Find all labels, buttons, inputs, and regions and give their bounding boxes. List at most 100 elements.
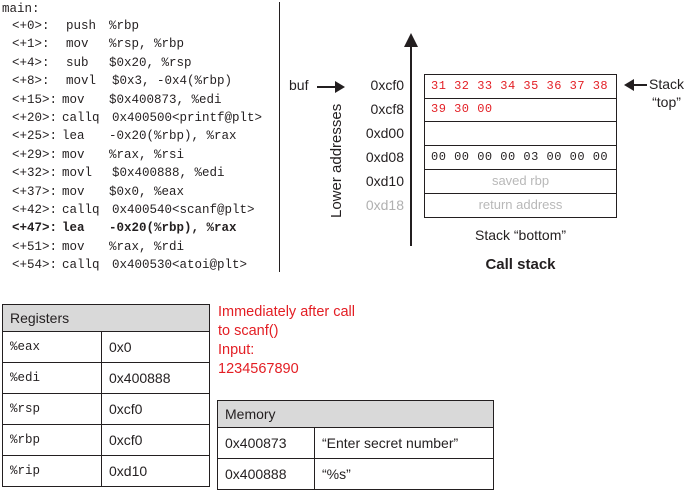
stack-cell: return address xyxy=(424,194,617,218)
instruction-opcode: push xyxy=(66,19,97,33)
instruction-offset: <+15>: xyxy=(12,92,58,107)
instruction-operands: 0x400500<printf@plt> xyxy=(112,110,263,125)
right-arrow-icon xyxy=(335,81,345,93)
memory-rows: 0x400873“Enter secret number”0x400888“%s… xyxy=(217,427,494,490)
call-stack-diagram: Lower addresses buf 0xcf0 31 32 33 34 35 … xyxy=(284,30,689,280)
lower-addresses-label: Lower addresses xyxy=(328,103,345,218)
register-value: 0x400888 xyxy=(101,362,210,394)
stack-address: 0xd10 xyxy=(365,173,404,189)
instruction-opcode: mov xyxy=(62,184,85,199)
instruction-offset: <+4>: xyxy=(12,55,50,70)
assembly-line: <+51>: mov %rax, %rdi xyxy=(2,238,274,256)
register-value: 0xcf0 xyxy=(101,424,210,456)
note-line3: Input: xyxy=(218,342,255,358)
register-value: 0x0 xyxy=(101,331,210,363)
stack-address: 0xd00 xyxy=(365,125,404,141)
instruction-offset: <+0>: xyxy=(12,19,50,33)
memory-value: “%s” xyxy=(314,458,494,490)
assembly-line: <+1>:mov%rsp, %rbp xyxy=(2,35,274,53)
note-line2: to scanf() xyxy=(218,323,279,339)
register-name: %edi xyxy=(2,362,102,394)
up-arrow-shaft xyxy=(410,46,412,246)
memory-row: 0x400873“Enter secret number” xyxy=(217,427,494,459)
stack-address: 0xcf0 xyxy=(370,77,404,93)
register-value: 0xcf0 xyxy=(101,393,210,425)
assembly-line: <+29>: mov %rax, %rsi xyxy=(2,146,274,164)
instruction-operands: %rax, %rsi xyxy=(109,147,185,162)
memory-value: “Enter secret number” xyxy=(314,427,494,459)
instruction-operands: %rbp xyxy=(109,19,140,33)
instruction-offset: <+54>: xyxy=(12,258,58,273)
instruction-operands: $0x20, %rsp xyxy=(109,55,192,70)
instruction-opcode: lea xyxy=(62,221,85,236)
instruction-operands: $0x400873, %edi xyxy=(109,92,222,107)
stack-top-label-line1: Stack xyxy=(649,76,685,92)
memory-table: Memory 0x400873“Enter secret number”0x40… xyxy=(217,400,494,490)
register-name: %rbp xyxy=(2,424,102,456)
buf-arrow-shaft xyxy=(317,86,337,88)
stack-bytes: 39 30 00 xyxy=(431,102,493,116)
instruction-operands: %rax, %rdi xyxy=(109,239,185,254)
assembly-listing: main: <+0>:push%rbp<+1>:mov%rsp, %rbp<+4… xyxy=(2,2,274,274)
stack-address: 0xcf8 xyxy=(370,101,404,117)
stack-top-arrow-shaft xyxy=(633,84,647,86)
assembly-line: <+0>: push %rbp xyxy=(2,17,274,35)
register-name: %rip xyxy=(2,455,102,487)
instruction-opcode: movl xyxy=(66,74,97,89)
memory-address: 0x400888 xyxy=(217,458,315,490)
instruction-offset: <+29>: xyxy=(12,147,58,162)
stack-bottom-label: Stack “bottom” xyxy=(474,227,567,243)
register-value: 0xd10 xyxy=(101,455,210,487)
stack-address: 0xd18 xyxy=(365,197,404,213)
instruction-offset: <+42>: xyxy=(12,202,58,217)
register-name: %eax xyxy=(2,331,102,363)
registers-header: Registers xyxy=(2,304,210,332)
vertical-divider xyxy=(279,2,280,272)
instruction-offset: <+51>: xyxy=(12,239,58,254)
function-label: main: xyxy=(2,2,40,16)
assembly-line: <+8>: movl $0x3, -0x4(%rbp) xyxy=(2,72,274,90)
instruction-opcode: callq xyxy=(62,110,100,125)
call-stack-title: Call stack xyxy=(485,256,556,273)
instruction-operands: %rsp, %rbp xyxy=(109,37,185,52)
instruction-offset: <+32>: xyxy=(12,166,58,181)
instruction-operands: $0x400888, %edi xyxy=(112,166,225,181)
instruction-opcode: movl xyxy=(62,166,93,181)
stack-cell: 31 32 33 34 35 36 37 38 xyxy=(424,74,617,99)
stack-cell xyxy=(424,122,617,146)
instruction-opcode: callq xyxy=(62,202,100,217)
instruction-opcode: mov xyxy=(62,147,85,162)
instruction-operands: 0x400530<atoi@plt> xyxy=(112,258,248,273)
assembly-line: <+32>: movl $0x400888, %edi xyxy=(2,164,274,182)
assembly-line: <+47>: lea -0x20(%rbp), %rax xyxy=(2,219,274,237)
instruction-opcode: mov xyxy=(62,239,85,254)
instruction-opcode: lea xyxy=(62,129,85,144)
instruction-offset: <+37>: xyxy=(12,184,58,199)
stack-bytes: 31 32 33 34 35 36 37 38 xyxy=(431,79,609,93)
state-note: Immediately after call to scanf() Input:… xyxy=(218,303,355,379)
instruction-offset: <+20>: xyxy=(12,110,58,125)
memory-address: 0x400873 xyxy=(217,427,315,459)
instruction-operands: -0x20(%rbp), %rax xyxy=(109,221,237,236)
instruction-opcode: mov xyxy=(62,92,85,107)
register-name: %rsp xyxy=(2,393,102,425)
assembly-line: <+37>: mov $0x0, %eax xyxy=(2,183,274,201)
buf-label: buf xyxy=(289,77,309,93)
instruction-offset: <+47>: xyxy=(12,221,58,236)
note-line1: Immediately after call xyxy=(218,304,355,320)
instruction-operands: $0x0, %eax xyxy=(109,184,185,199)
left-arrow-icon xyxy=(624,79,634,91)
instruction-operands: $0x3, -0x4(%rbp) xyxy=(112,74,233,89)
instruction-offset: <+8>: xyxy=(12,74,50,89)
memory-row: 0x400888“%s” xyxy=(217,458,494,490)
instruction-offset: <+25>: xyxy=(12,129,58,144)
stack-top-label-line2: “top” xyxy=(652,94,681,110)
assembly-line: <+4>:sub$0x20, %rsp xyxy=(2,54,274,72)
instruction-opcode: mov xyxy=(66,37,89,52)
